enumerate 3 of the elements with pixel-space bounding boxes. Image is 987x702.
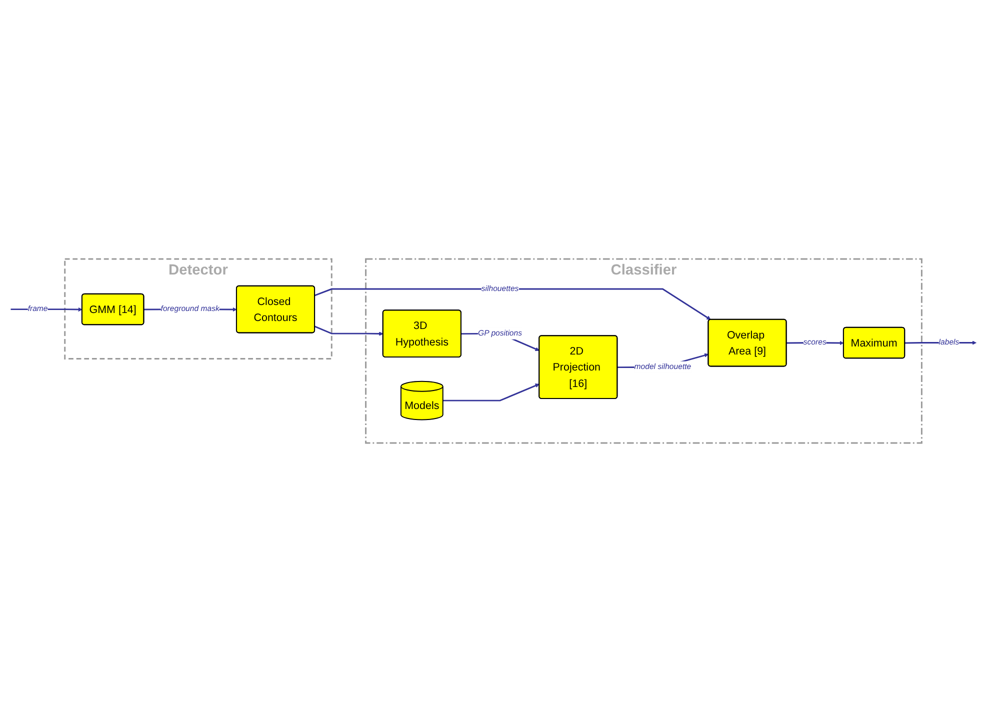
arrow bbox=[442, 384, 540, 402]
arrow bbox=[314, 288, 711, 320]
arrow bbox=[314, 326, 384, 336]
